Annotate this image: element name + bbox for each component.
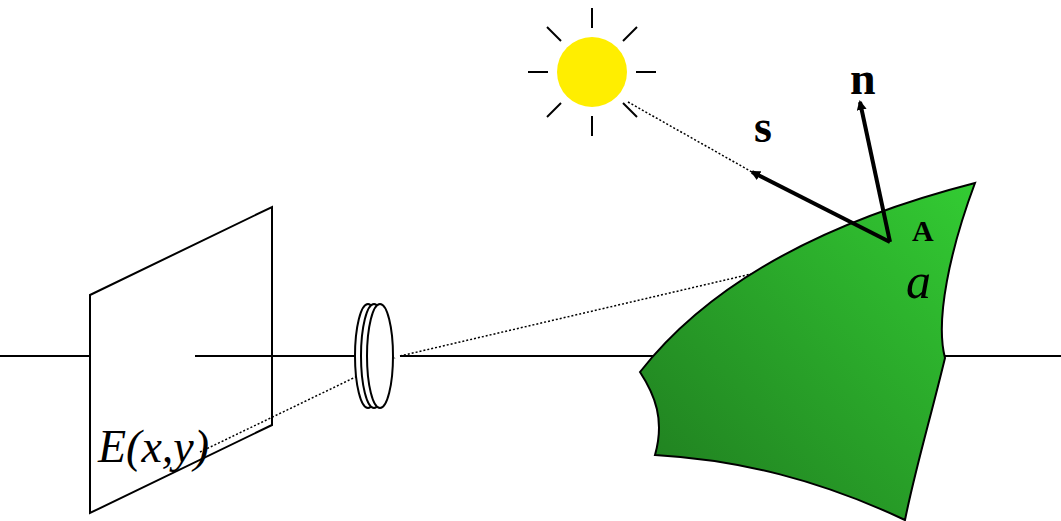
irradiance-label: E(x,y) (98, 420, 209, 473)
sun (528, 8, 656, 136)
lens (355, 304, 393, 408)
normal-label: n (850, 52, 876, 105)
point-label: A (912, 214, 934, 248)
source-vector (752, 172, 890, 242)
albedo-label: a (906, 252, 931, 310)
optical-axis (195, 355, 272, 357)
image-plane (90, 207, 272, 513)
source-label: s (754, 100, 772, 153)
surface (640, 183, 975, 520)
light-ray (628, 102, 752, 172)
normal-vector (860, 102, 890, 242)
